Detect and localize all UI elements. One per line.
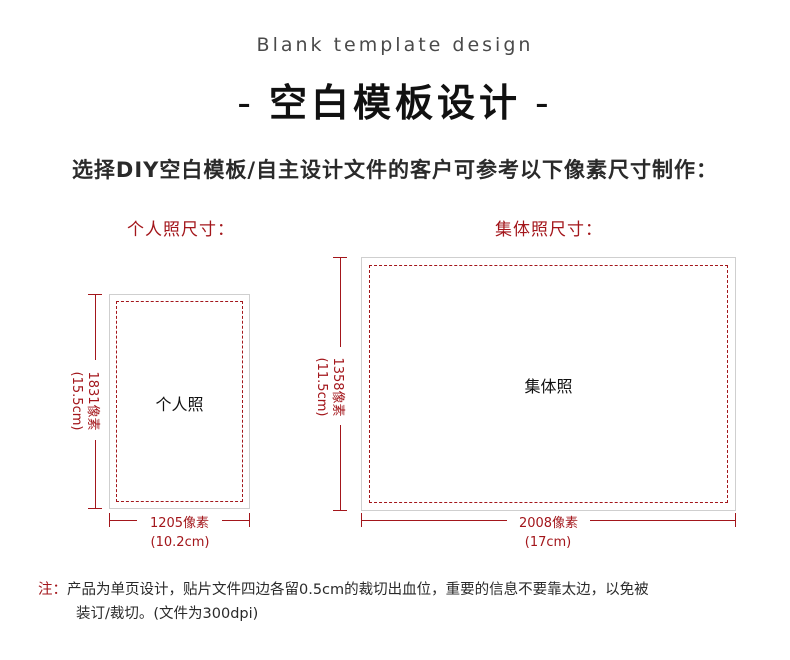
individual-height-px-label: 1831像素 [85, 371, 100, 431]
individual-height-tick-bottom [88, 508, 102, 509]
note-block: 注：产品为单页设计，贴片文件四边各留0.5cm的裁切出血位，重要的信息不要靠太边… [38, 578, 768, 626]
title-text: 空白模板设计 [268, 81, 521, 125]
title-dash-right: - [535, 81, 553, 125]
individual-width-cm-label: (10.2cm) [150, 535, 210, 550]
group-bleed-line [369, 265, 728, 503]
group-width-cm-label: (17cm) [524, 535, 572, 550]
individual-width-line-right [222, 520, 250, 521]
group-height-px-label: 1358像素 [330, 357, 345, 417]
group-box-label: 集体照 [524, 377, 573, 396]
title-dash-left: - [237, 81, 255, 125]
group-height-cm-label: (11.5cm) [314, 357, 329, 417]
individual-box-label: 个人照 [155, 395, 204, 414]
group-height-line-upper [340, 257, 341, 347]
note-label: 注： [38, 582, 67, 598]
group-section-label: 集体照尺寸： [495, 220, 603, 240]
individual-width-line-left [109, 520, 137, 521]
individual-section-label: 个人照尺寸： [127, 220, 235, 240]
note-line-2: 装订/裁切。(文件为300dpi) [76, 606, 259, 622]
individual-template-frame: 个人照 [109, 294, 250, 509]
page-title: -空白模板设计- [0, 72, 790, 127]
group-width-line-left [361, 520, 507, 521]
group-template-frame: 集体照 [361, 257, 736, 511]
group-width-px-label: 2008像素 [518, 516, 579, 531]
individual-height-cm-label: (15.5cm) [69, 371, 84, 431]
instruction-text: 选择DIY空白模板/自主设计文件的客户可参考以下像素尺寸制作： [71, 158, 719, 182]
group-width-line-right [590, 520, 736, 521]
subtitle-english: Blank template design [256, 34, 534, 56]
individual-height-line-upper [95, 294, 96, 360]
group-height-line-lower [340, 425, 341, 510]
individual-width-px-label: 1205像素 [149, 516, 210, 531]
individual-height-line-lower [95, 440, 96, 508]
group-height-tick-bottom [333, 510, 347, 511]
individual-bleed-line [116, 301, 243, 502]
note-line-1: 产品为单页设计，贴片文件四边各留0.5cm的裁切出血位，重要的信息不要靠太边，以… [67, 582, 649, 598]
